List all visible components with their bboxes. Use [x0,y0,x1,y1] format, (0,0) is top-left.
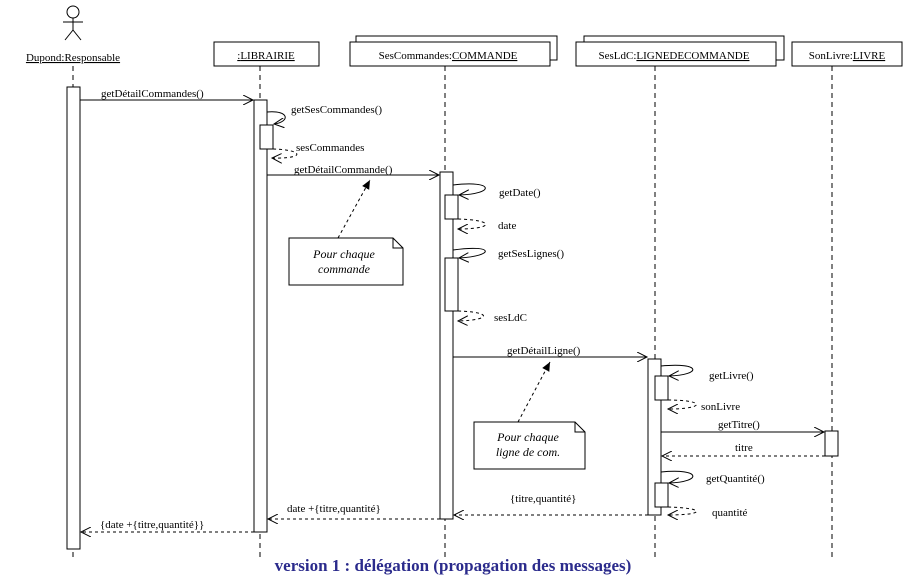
object-livre: SonLivre:LIVRE [791,41,903,67]
label-m5: getSesLignes() [498,248,564,260]
label-m3: getDétailCommande() [294,164,393,176]
label-r1: {date +{titre,quantité}} [100,519,204,531]
label-r6: {titre,quantité} [510,493,576,505]
message-labels: getDétailCommandes() getSesCommandes() s… [100,88,765,531]
label-m2: getSesCommandes() [291,104,382,116]
actor-figure [63,5,83,41]
svg-text:SesCommandes:COMMANDE: SesCommandes:COMMANDE [379,50,518,62]
label-m8: getTitre() [718,419,760,431]
label-m7: getLivre() [709,370,754,382]
object-librairie: :LIBRAIRIE [213,41,320,67]
ret-ses-commandes [272,148,298,158]
sequence-diagram: Dupond:Responsable :LIBRAIRIE SesCommand… [26,5,903,560]
svg-text:SesLdC:LIGNEDECOMMANDE: SesLdC:LIGNEDECOMMANDE [599,50,750,62]
object-ligne: SesLdC:LIGNEDECOMMANDE [575,35,785,67]
actor-label: Dupond:Responsable [26,52,120,64]
ret-son-livre [668,399,697,409]
messages [80,100,824,483]
ret-date [458,218,487,229]
label-r3: date +{titre,quantité} [287,503,381,515]
note-2-line-2: ligne de com. [495,445,561,459]
object-commande: SesCommandes:COMMANDE [349,35,558,67]
note-2-line-1: Pour chaque [497,430,559,444]
msg-get-livre [660,364,694,376]
msg-get-date [452,183,486,195]
msg-get-quantite [660,470,694,483]
note-1-line-1: Pour chaque [313,247,375,261]
label-r9: quantité [712,507,748,519]
svg-text::LIBRAIRIE: :LIBRAIRIE [237,50,295,62]
msg-get-ses-commandes [266,111,286,124]
msg-get-ses-lignes [452,247,486,258]
label-r7: sonLivre [701,401,740,413]
note-2 [473,361,586,470]
label-m9: getQuantité() [706,473,765,485]
label-r4: date [498,220,516,232]
label-r2: sesCommandes [296,142,364,154]
diagram-caption: version 1 : délégation (propagation des … [274,556,632,575]
returns [81,148,825,532]
note-1-text: Pour chaque commande [292,247,396,277]
label-r8: titre [735,442,753,454]
label-m6: getDétailLigne() [507,345,581,357]
label-m4: getDate() [499,187,541,199]
ret-ses-ldc [458,310,484,321]
label-r5: sesLdC [494,312,527,324]
note-1 [288,179,404,286]
label-m1: getDétailCommandes() [101,88,204,100]
svg-text:SonLivre:LIVRE: SonLivre:LIVRE [809,50,886,62]
note-2-text: Pour chaque ligne de com. [476,430,580,460]
activation-bars [66,86,839,550]
note-1-line-2: commande [318,262,370,276]
ret-quantite [668,506,697,515]
